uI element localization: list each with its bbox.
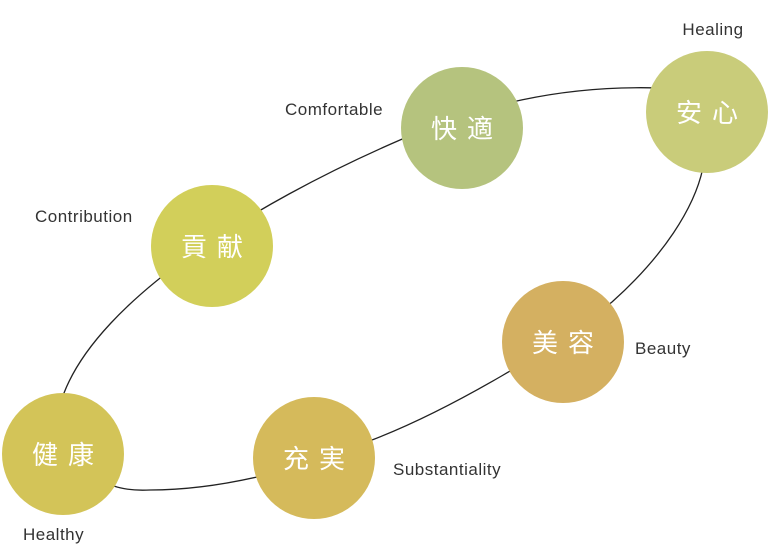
- node-kouken-kanji: 貢献: [181, 233, 253, 263]
- node-kaiteki-kanji: 快適: [431, 115, 503, 145]
- node-kouken: 貢献 Contribution: [35, 185, 273, 307]
- node-kouken-circle: [151, 185, 273, 307]
- node-kenkou-circle: [2, 393, 124, 515]
- node-kenkou: 健康 Healthy: [2, 393, 124, 544]
- node-kouken-english: Contribution: [35, 207, 133, 226]
- node-anshin: 安心 Healing: [646, 20, 768, 173]
- node-juujitsu-english: Substantiality: [393, 460, 501, 479]
- node-biyou-kanji: 美容: [532, 329, 604, 359]
- node-anshin-english: Healing: [682, 20, 743, 39]
- node-juujitsu-circle: [253, 397, 375, 519]
- node-kenkou-english: Healthy: [23, 525, 84, 544]
- node-kaiteki: 快適 Comfortable: [285, 67, 523, 189]
- node-kenkou-kanji: 健康: [32, 441, 104, 471]
- node-anshin-kanji: 安心: [676, 99, 748, 129]
- node-juujitsu: 充実 Substantiality: [253, 397, 501, 519]
- node-biyou-english: Beauty: [635, 339, 691, 358]
- node-juujitsu-kanji: 充実: [283, 445, 355, 475]
- node-anshin-circle: [646, 51, 768, 173]
- cycle-ring: [63, 87, 706, 491]
- node-kaiteki-english: Comfortable: [285, 100, 383, 119]
- node-biyou-circle: [502, 281, 624, 403]
- node-biyou: 美容 Beauty: [502, 281, 691, 403]
- node-kaiteki-circle: [401, 67, 523, 189]
